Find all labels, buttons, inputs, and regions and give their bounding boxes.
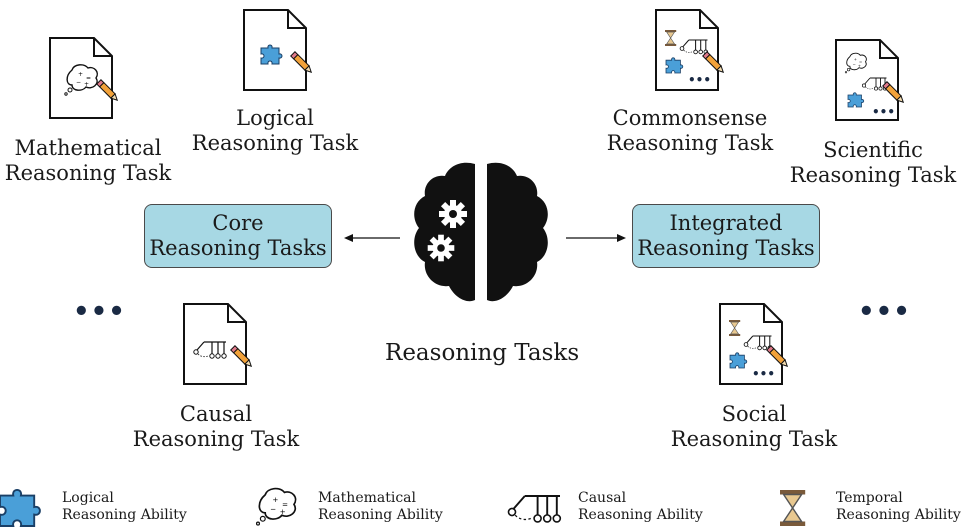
logical-task-document-icon (243, 9, 314, 91)
gear-icon (439, 200, 467, 228)
social-task-document-icon: ••• (719, 303, 790, 385)
scientific-task-document-icon: ••• (835, 39, 906, 121)
svg-text:•••: ••• (688, 73, 711, 87)
legend-pendulum-icon (507, 495, 562, 523)
arrow-to-core-icon (344, 234, 400, 242)
legend-thought-bubble-icon (255, 487, 297, 526)
svg-text:•••: ••• (752, 367, 775, 381)
brain-icon (414, 162, 548, 302)
left-ellipsis: ••• (73, 297, 126, 327)
gear-icon (427, 234, 455, 262)
causal-task-document-icon (183, 303, 254, 385)
legend-hourglass-icon (779, 489, 806, 527)
legend-puzzle-icon (0, 488, 41, 527)
center-title: Reasoning Tasks (385, 340, 580, 366)
mathematical-task-document-icon (49, 37, 120, 119)
right-ellipsis: ••• (858, 297, 911, 327)
svg-text:•••: ••• (872, 105, 895, 119)
commonsense-task-document-icon: ••• (655, 9, 726, 91)
arrow-to-integrated-icon (566, 234, 626, 242)
